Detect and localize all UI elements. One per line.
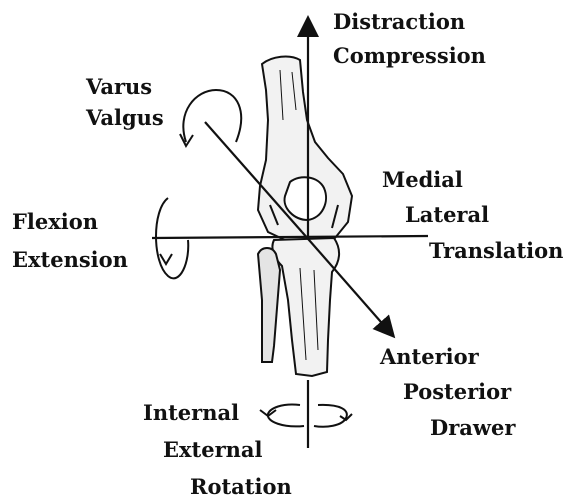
label-translation: Translation <box>429 240 563 261</box>
tibia <box>272 238 339 376</box>
label-posterior: Posterior <box>403 381 511 402</box>
label-varus: Varus <box>86 76 152 97</box>
label-medial: Medial <box>382 169 463 190</box>
label-compression: Compression <box>333 45 486 66</box>
label-valgus: Valgus <box>86 107 164 128</box>
horizontal-axis-line <box>152 236 428 238</box>
label-external: External <box>163 439 263 460</box>
label-flexion: Flexion <box>12 211 98 232</box>
femur <box>258 57 352 242</box>
fibula <box>258 248 280 362</box>
internal-external-rotation-arrow <box>260 405 352 427</box>
label-extension: Extension <box>12 249 128 270</box>
label-internal: Internal <box>143 402 239 423</box>
label-lateral: Lateral <box>405 204 489 225</box>
label-anterior: Anterior <box>380 346 479 367</box>
label-distraction: Distraction <box>333 11 465 32</box>
varus-valgus-rotation-arrow <box>180 90 241 146</box>
label-drawer: Drawer <box>430 417 515 438</box>
label-rotation: Rotation <box>190 476 292 497</box>
